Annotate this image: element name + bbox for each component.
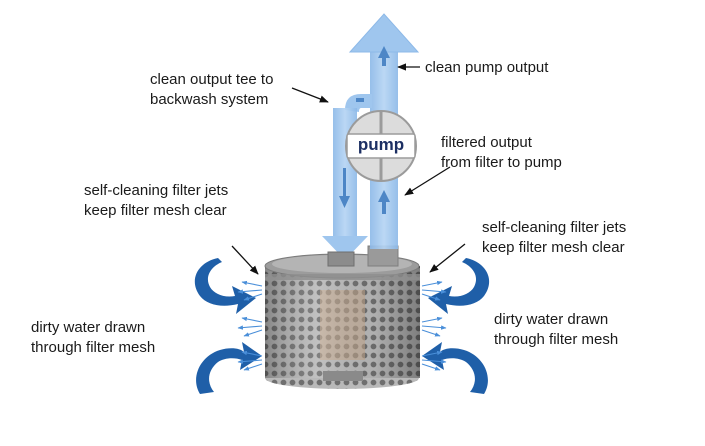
label-dirty-left: dirty water drawn through filter mesh [31, 318, 155, 358]
label-jets-right: self-cleaning filter jets keep filter me… [482, 218, 626, 258]
filter-base-plate [323, 371, 363, 381]
label-pump-output-text: clean pump output [425, 59, 549, 76]
jet-spray-icon [237, 280, 447, 371]
label-jets-left: self-cleaning filter jets keep filter me… [84, 181, 228, 221]
label-jets-right-line2: keep filter mesh clear [482, 239, 625, 256]
label-dirty-right-line2: through filter mesh [494, 331, 619, 348]
pointer-lines [231, 63, 466, 275]
pump-label: pump [357, 135, 405, 154]
pointer-filtered [404, 166, 451, 196]
pointer-jets-left [231, 245, 259, 275]
label-tee-line2: backwash system [150, 91, 269, 108]
backwash-nut [327, 251, 355, 267]
label-dirty-right-line1: dirty water drawn [494, 311, 609, 328]
pump-icon [345, 110, 417, 182]
backwash-arrow-head [322, 236, 368, 260]
label-dirty-left-line1: dirty water drawn [31, 319, 146, 336]
filter-basket-icon [264, 253, 420, 389]
label-jets-left-line1: self-cleaning filter jets [84, 182, 229, 199]
label-dirty-left-line2: through filter mesh [31, 339, 156, 356]
label-jets-right-line1: self-cleaning filter jets [482, 219, 627, 236]
label-filtered-output: filtered output from filter to pump [441, 133, 562, 173]
filter-shade [265, 266, 420, 378]
label-tee: clean output tee to backwash system [150, 70, 273, 110]
pointer-tee [291, 87, 329, 103]
filter-band [265, 274, 420, 280]
label-jets-left-line2: keep filter mesh clear [84, 202, 227, 219]
flow-arrow-icon [339, 46, 390, 214]
label-pump-output: clean pump output [425, 58, 548, 78]
tee-horizontal [345, 94, 372, 112]
pointer-jets-right [429, 243, 466, 273]
label-dirty-right: dirty water drawn through filter mesh [494, 310, 618, 350]
label-filtered-line1: filtered output [441, 134, 532, 151]
label-tee-line1: clean output tee to [150, 71, 274, 88]
label-filtered-line2: from filter to pump [441, 154, 562, 171]
